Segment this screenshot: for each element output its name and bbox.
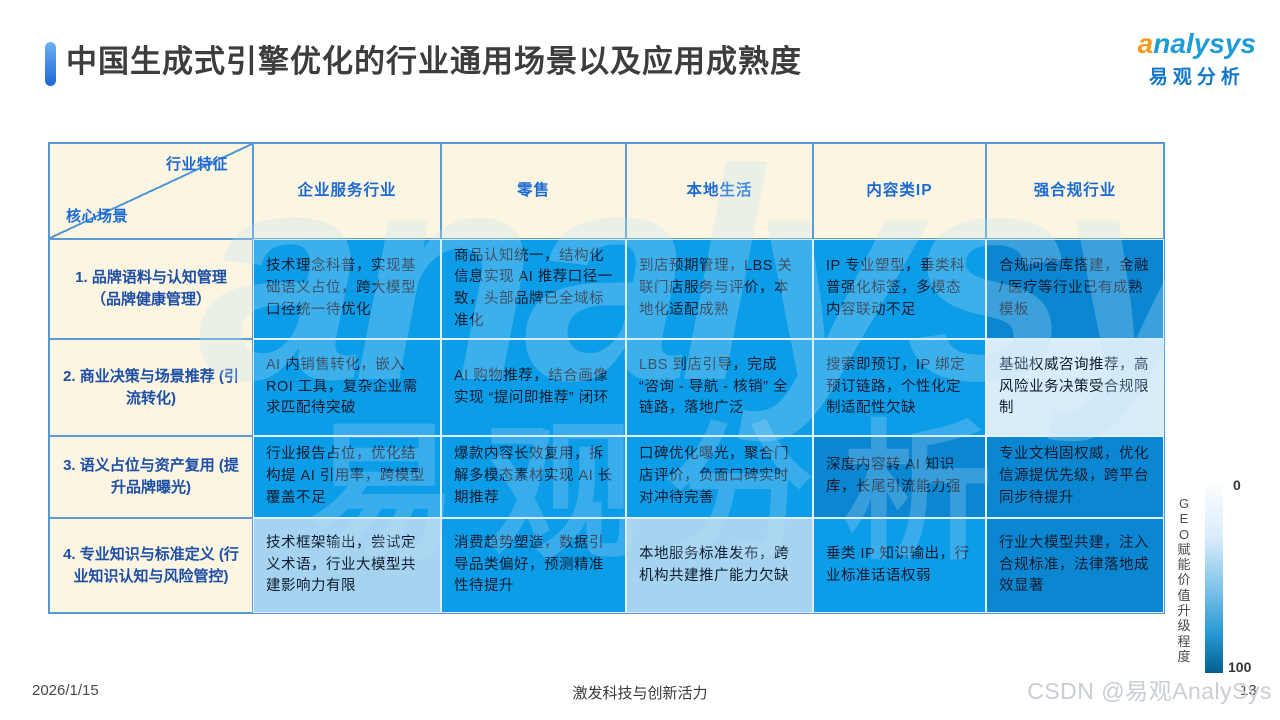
table-cell-r2c4: 搜索即预订，IP 绑定预订链路，个性化定制适配性欠缺 xyxy=(813,339,986,436)
table-cell-r1c5: 合规问答库搭建，金融 / 医疗等行业已有成熟模板 xyxy=(986,239,1164,339)
table-cell-r1c4: IP 专业塑型，垂类科普强化标签，多模态内容联动不足 xyxy=(813,239,986,339)
column-header-5: 强合规行业 xyxy=(986,143,1164,239)
table-cell-r3c1: 行业报告占位，优化结构提 AI 引用率，跨模型覆盖不足 xyxy=(253,436,441,518)
table-cell-r1c3: 到店预期管理，LBS 关联门店服务与评价，本地化适配成熟 xyxy=(626,239,813,339)
scale-min-label: 0 xyxy=(1233,477,1241,493)
geo-value-color-scale-bar xyxy=(1205,486,1223,673)
table-cell-r3c3: 口碑优化曝光，聚合门店评价，负面口碑实时对冲待完善 xyxy=(626,436,813,518)
title-accent-bar xyxy=(45,42,56,86)
column-header-2: 零售 xyxy=(441,143,626,239)
corner-label-industry-traits: 行业特征 xyxy=(165,156,228,173)
table-corner-cell: 行业特征 核心场景 xyxy=(49,143,253,239)
logo-swirl-a: a xyxy=(1137,28,1154,59)
corner-label-core-scenarios: 核心场景 xyxy=(66,207,129,225)
logo-chinese-name: 易观分析 xyxy=(1148,67,1245,88)
table-cell-r2c5: 基础权威咨询推荐，高风险业务决策受合规限制 xyxy=(986,339,1164,436)
column-header-3: 本地生活 xyxy=(626,143,813,239)
table-cell-r2c1: AI 内销售转化，嵌入 ROI 工具，复杂企业需求匹配待突破 xyxy=(253,339,441,436)
table-cell-r3c2: 爆款内容长效复用，拆解多模态素材实现 AI 长期推荐 xyxy=(441,436,626,518)
table-cell-r4c1: 技术框架输出，尝试定义术语，行业大模型共建影响力有限 xyxy=(253,518,441,613)
scale-max-label: 100 xyxy=(1228,659,1252,675)
table-cell-r4c2: 消费趋势塑造，数据引导品类偏好，预测精准性待提升 xyxy=(441,518,626,613)
csdn-watermark: CSDN @易观AnalySys xyxy=(1027,678,1272,704)
analysys-logo: analysys 易观分析 xyxy=(1138,28,1256,89)
table-cell-r1c1: 技术理念科普，实现基础语义占位，跨大模型口径统一待优化 xyxy=(253,239,441,339)
column-header-1: 企业服务行业 xyxy=(253,143,441,239)
scenario-row-header-1: 1. 品牌语料与认知管理（品牌健康管理） xyxy=(49,239,253,339)
page-number: 13 xyxy=(1240,682,1257,699)
scenario-row-header-4: 4. 专业知识与标准定义 (行业知识认知与风险管控) xyxy=(49,518,253,613)
scenario-row-header-3: 3. 语义占位与资产复用 (提升品牌曝光) xyxy=(49,436,253,518)
table-cell-r1c2: 商品认知统一，结构化信息实现 AI 推荐口径一致，头部品牌已全域标准化 xyxy=(441,239,626,339)
table-cell-r3c5: 专业文档固权威，优化信源提优先级，跨平台同步待提升 xyxy=(986,436,1164,518)
logo-wordmark: analysys xyxy=(1137,28,1256,59)
column-header-4: 内容类IP xyxy=(813,143,986,239)
table-cell-r2c2: AI 购物推荐，结合画像实现 “提问即推荐” 闭环 xyxy=(441,339,626,436)
scenario-row-header-2: 2. 商业决策与场景推荐 (引流转化) xyxy=(49,339,253,436)
footer-date: 2026/1/15 xyxy=(32,682,99,699)
table-cell-r2c3: LBS 到店引导，完成 “咨询 - 导航 - 核销” 全链路，落地广泛 xyxy=(626,339,813,436)
table-cell-r4c4: 垂类 IP 知识输出，行业标准话语权弱 xyxy=(813,518,986,613)
table-cell-r3c4: 深度内容转 AI 知识库，长尾引流能力强 xyxy=(813,436,986,518)
table-cell-r4c3: 本地服务标准发布，跨机构共建推广能力欠缺 xyxy=(626,518,813,613)
table-cell-r4c5: 行业大模型共建，注入合规标准，法律落地成效显著 xyxy=(986,518,1164,613)
page-title: 中国生成式引擎优化的行业通用场景以及应用成熟度 xyxy=(66,44,802,79)
footer-slogan: 激发科技与创新活力 xyxy=(572,685,708,702)
